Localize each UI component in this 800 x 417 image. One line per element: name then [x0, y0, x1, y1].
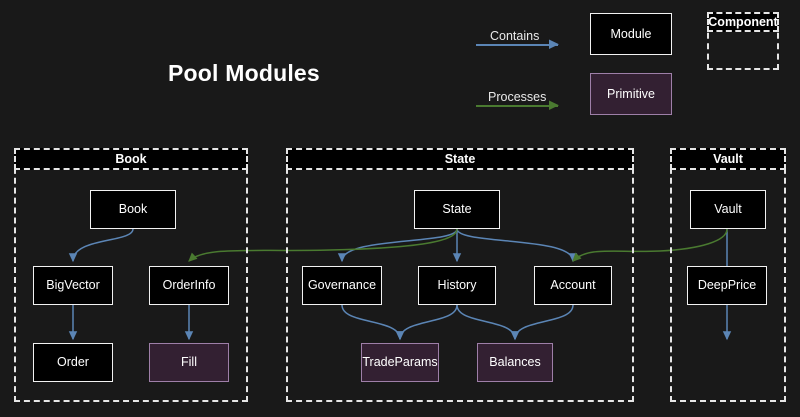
legend-arrowhead-contains: [548, 38, 562, 52]
component-title-book: Book: [14, 148, 248, 170]
node-tradeparams[interactable]: TradeParams: [361, 343, 439, 382]
legend-label-contains: Contains: [490, 29, 539, 43]
component-title-vault: Vault: [670, 148, 786, 170]
node-bigvector[interactable]: BigVector: [33, 266, 113, 305]
node-deepprice[interactable]: DeepPrice: [687, 266, 767, 305]
legend-node-module: Module: [590, 13, 672, 55]
page-title: Pool Modules: [168, 60, 320, 87]
component-title-state: State: [286, 148, 634, 170]
legend-line-contains: [476, 44, 558, 46]
node-vault[interactable]: Vault: [690, 190, 766, 229]
node-state[interactable]: State: [414, 190, 500, 229]
node-history[interactable]: History: [418, 266, 496, 305]
node-book[interactable]: Book: [90, 190, 176, 229]
legend-node-primitive: Primitive: [590, 73, 672, 115]
node-fill[interactable]: Fill: [149, 343, 229, 382]
legend-label-processes: Processes: [488, 90, 546, 104]
node-orderinfo[interactable]: OrderInfo: [149, 266, 229, 305]
legend-arrowhead-processes: [548, 99, 562, 113]
node-account[interactable]: Account: [534, 266, 612, 305]
node-governance[interactable]: Governance: [302, 266, 382, 305]
legend-line-processes: [476, 105, 558, 107]
legend-component-title: Component: [707, 12, 779, 32]
node-balances[interactable]: Balances: [477, 343, 553, 382]
node-order[interactable]: Order: [33, 343, 113, 382]
